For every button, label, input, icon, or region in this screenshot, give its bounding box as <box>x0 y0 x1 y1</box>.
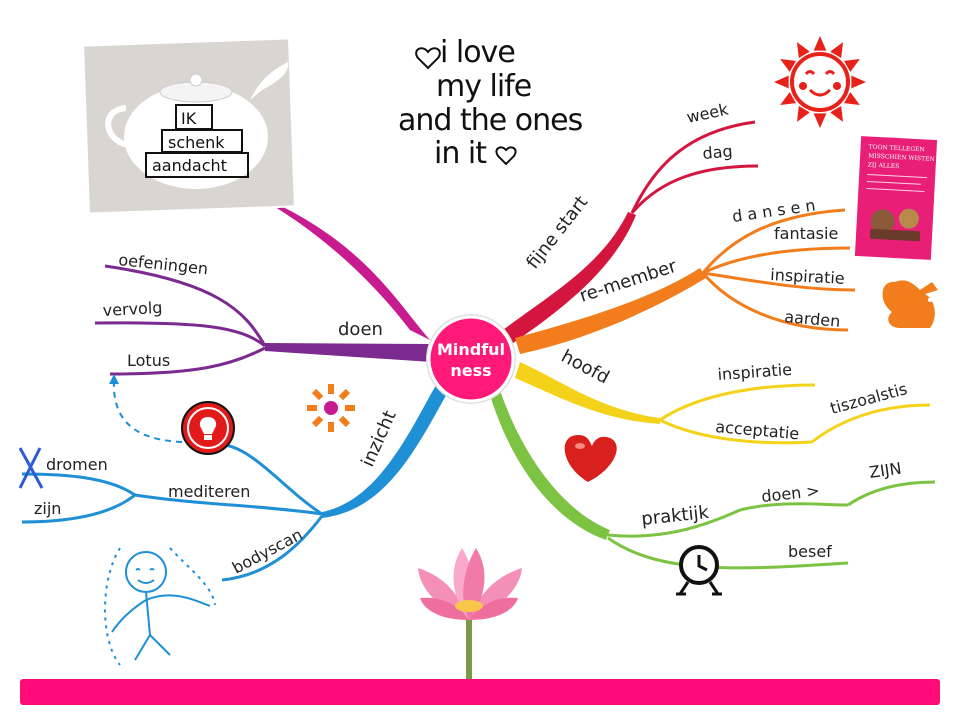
branch-praktijk: praktijk doen > ZIJN besef <box>490 390 936 570</box>
flower-petal <box>307 405 317 411</box>
leaf-mediteren: mediteren <box>168 482 250 501</box>
leaf-oefeningen: oefeningen <box>118 250 209 278</box>
branch-doen: doen oefeningen vervolg Lotus <box>94 250 432 376</box>
sun-ray <box>843 92 860 105</box>
cross-mark-icon <box>18 447 44 489</box>
sun-ray <box>813 36 827 51</box>
flower-petal <box>311 388 324 401</box>
quote-line3: and the ones <box>398 103 583 138</box>
leaf-fantasie: fantasie <box>774 224 838 243</box>
teapot-photo: IK schenk aandacht <box>82 37 296 215</box>
heart-icon <box>564 435 617 482</box>
leaf-zijn: zijn <box>34 499 61 518</box>
teapot-text-line3: aandacht <box>152 156 227 175</box>
flower-petal <box>328 422 334 432</box>
quote-line4: in it <box>434 136 487 171</box>
book-text-line1: TOON TELLEGEN <box>868 144 924 154</box>
center-label-line1: Mindful <box>437 340 505 359</box>
lightbulb-icon <box>181 401 235 455</box>
dashed-arrow <box>112 379 183 443</box>
flower-petal <box>338 388 351 401</box>
alarm-clock-icon <box>676 545 722 596</box>
dashed-arrow-head <box>109 374 119 384</box>
branch-label-fijne-start: fijne start <box>522 192 592 273</box>
sun-ray <box>774 75 789 89</box>
teapot-text-line1: IK <box>181 109 197 128</box>
leaf-bodyscan: bodyscan <box>229 525 306 578</box>
heart-outline-icon <box>495 146 517 166</box>
leaf-zijn-caps: ZIJN <box>868 459 903 482</box>
flower-petal <box>338 415 351 428</box>
leaf-dag: dag <box>702 141 734 163</box>
branch-label-hoofd: hoofd <box>558 346 613 389</box>
book-image: TOON TELLEGEN MISSCHIEN WISTEN ZIJ ALLES <box>854 136 938 260</box>
branch-hoofd: hoofd inspiratie acceptatie tiszoalstis <box>515 346 931 445</box>
leaf-doen-arrow: doen > <box>760 481 820 506</box>
footer-bar <box>20 679 940 705</box>
sun-ray <box>797 105 810 122</box>
bodyscan-figure-drawing <box>104 547 216 666</box>
leaf-besef: besef <box>788 542 832 561</box>
quote-line2: my life <box>436 69 531 104</box>
squirrel-icon <box>882 280 938 328</box>
leaf-aarden: aarden <box>784 307 841 331</box>
heart-outline-icon <box>415 47 441 70</box>
sun-ray <box>780 92 797 105</box>
sun-ray <box>797 42 810 59</box>
teapot-text-line2: schenk <box>168 133 225 152</box>
lotus-flower-image <box>418 548 522 682</box>
sun-ray <box>830 42 843 59</box>
center-label-line2: ness <box>450 361 491 380</box>
leaf-inspiratie-orange: inspiratie <box>770 265 845 288</box>
center-node: Mindful ness <box>426 314 516 404</box>
leaf-vervolg: vervolg <box>102 298 163 320</box>
leaf-dromen: dromen <box>46 455 108 474</box>
sun-ray <box>851 75 866 89</box>
sun-ray <box>780 59 797 72</box>
branch-remember: d a n s e n re-member d a n s e n fantas… <box>515 195 856 354</box>
sun-ray <box>830 105 843 122</box>
flower-petal <box>328 384 334 394</box>
book-text-line2: MISSCHIEN WISTEN <box>868 152 935 162</box>
quote-line1: i love <box>440 35 515 70</box>
leaf-dansen: d a n s e n <box>731 195 817 225</box>
sun-icon <box>774 36 866 128</box>
flower-petal <box>345 405 355 411</box>
branch-label-doen: doen <box>338 319 383 340</box>
book-text-line3: ZIJ ALLES <box>868 161 900 170</box>
branch-inzicht: inzicht mediteren dromen zijn bodyscan <box>21 378 452 582</box>
flower-petal <box>311 415 324 428</box>
quote-text: i love my life and the ones in it <box>398 35 584 171</box>
leaf-inspiratie-yellow: inspiratie <box>717 360 793 384</box>
leaf-lotus: Lotus <box>127 351 170 370</box>
leaf-week: week <box>685 99 731 126</box>
sun-ray <box>843 59 860 72</box>
sun-ray <box>813 113 827 128</box>
branch-teapot <box>245 190 430 340</box>
flower-sun-icon <box>307 384 355 432</box>
